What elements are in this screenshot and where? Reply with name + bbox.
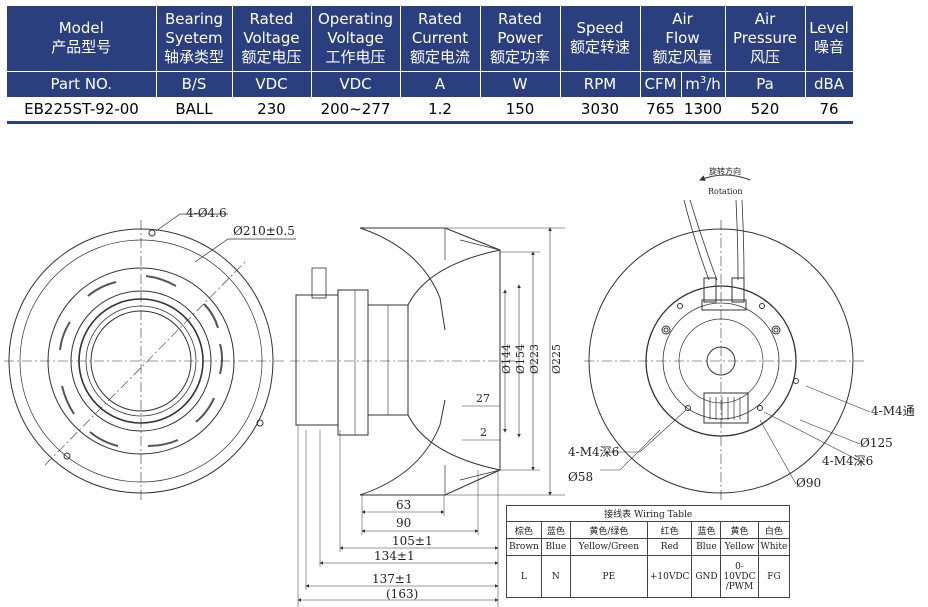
dim-225: Ø225 bbox=[550, 344, 563, 374]
value-part-no: EB225ST-92-00 bbox=[7, 96, 156, 124]
unit-cell: A bbox=[400, 70, 481, 97]
front-diameter-label: Ø210±0.5 bbox=[233, 224, 295, 238]
dim-134: 134±1 bbox=[374, 549, 415, 563]
m4-deep-left-label: 4-M4深6 bbox=[568, 445, 619, 459]
value-level: 76 bbox=[805, 96, 853, 124]
value-operating-voltage: 200~277 bbox=[311, 96, 400, 124]
wire-color-cn: 蓝色 bbox=[691, 521, 722, 539]
value-cfm: 765 bbox=[640, 96, 681, 124]
m4-through-label: 4-M4通 bbox=[871, 404, 915, 418]
value-current: 1.2 bbox=[400, 96, 480, 124]
wiring-en-row: Brown Blue Yellow/Green Red Blue Yellow … bbox=[506, 538, 791, 556]
unit-cell: VDC bbox=[232, 70, 312, 97]
wire-color-cn: 棕色 bbox=[506, 521, 542, 539]
dim-2: 2 bbox=[480, 426, 487, 439]
d58-label: Ø58 bbox=[568, 470, 593, 484]
m4-deep-right-label: 4-M4深6 bbox=[822, 454, 873, 468]
wire-color-en: Yellow bbox=[720, 538, 759, 556]
wire-color-en: Yellow/Green bbox=[569, 538, 648, 556]
wire-color-cn: 蓝色 bbox=[540, 521, 571, 539]
front-holes-label: 4-Ø4.6 bbox=[186, 206, 227, 220]
wiring-signal-row: L N PE +10VDC GND 0-10VDC/PWM FG bbox=[506, 555, 791, 598]
dim-90: 90 bbox=[396, 516, 411, 530]
wire-signal: PE bbox=[569, 555, 648, 598]
dim-154: Ø154 bbox=[514, 344, 527, 374]
rear-view bbox=[584, 174, 871, 500]
unit-cell-m3h: m3/h bbox=[681, 70, 726, 97]
wire-signal: FG bbox=[757, 555, 791, 598]
spec-unit-row: Part NO. B/S VDC VDC A W RPM CFM m3/h Pa… bbox=[7, 70, 854, 97]
d90-label: Ø90 bbox=[796, 476, 821, 490]
value-bearing: BALL bbox=[156, 96, 232, 124]
spec-value-row: EB225ST-92-00 BALL 230 200~277 1.2 150 3… bbox=[7, 96, 853, 124]
value-rated-voltage: 230 bbox=[232, 96, 311, 124]
unit-cell: RPM bbox=[560, 70, 641, 97]
dim-63: 63 bbox=[396, 498, 411, 512]
value-m3h: 1300 bbox=[681, 96, 725, 124]
wiring-table: 接线表 Wiring Table 棕色 蓝色 黄色/绿色 红色 蓝色 黄色 白色… bbox=[505, 505, 791, 598]
wiring-title: 接线表 Wiring Table bbox=[505, 505, 791, 522]
front-view bbox=[4, 213, 296, 500]
wiring-title-row: 接线表 Wiring Table bbox=[505, 505, 791, 522]
rotation-en-label: Rotation bbox=[708, 187, 743, 196]
value-power: 150 bbox=[480, 96, 560, 124]
wire-signal: N bbox=[540, 555, 571, 598]
rotation-cn-label: 旋转方向 bbox=[709, 166, 741, 176]
wire-color-cn: 黄色/绿色 bbox=[569, 521, 648, 539]
wire-color-en: Red bbox=[646, 538, 693, 556]
unit-cell: CFM bbox=[640, 70, 682, 97]
unit-cell: VDC bbox=[311, 70, 401, 97]
d125-label: Ø125 bbox=[860, 436, 893, 450]
dim-163: (163) bbox=[386, 587, 418, 601]
dim-223: Ø223 bbox=[528, 344, 541, 374]
unit-cell: Pa bbox=[725, 70, 806, 97]
wire-color-en: White bbox=[757, 538, 791, 556]
dim-144: Ø144 bbox=[500, 344, 513, 374]
wire-signal: +10VDC bbox=[646, 555, 693, 598]
wire-color-cn: 红色 bbox=[646, 521, 693, 539]
wire-color-en: Blue bbox=[540, 538, 571, 556]
value-speed: 3030 bbox=[560, 96, 640, 124]
wire-color-en: Brown bbox=[506, 538, 542, 556]
unit-cell: W bbox=[480, 70, 561, 97]
wire-signal: L bbox=[506, 555, 542, 598]
unit-cell: B/S bbox=[156, 70, 233, 97]
value-pressure: 520 bbox=[725, 96, 805, 124]
wire-color-cn: 白色 bbox=[757, 521, 791, 539]
dim-27: 27 bbox=[476, 392, 490, 405]
side-view bbox=[290, 227, 565, 607]
dim-137: 137±1 bbox=[372, 572, 413, 586]
wire-color-cn: 黄色 bbox=[720, 521, 759, 539]
wire-signal: GND bbox=[691, 555, 722, 598]
unit-cell: Part NO. bbox=[7, 70, 157, 97]
wire-color-en: Blue bbox=[691, 538, 722, 556]
wire-signal-pwm: 0-10VDC/PWM bbox=[720, 555, 759, 598]
wiring-cn-row: 棕色 蓝色 黄色/绿色 红色 蓝色 黄色 白色 bbox=[506, 521, 791, 539]
unit-cell: dBA bbox=[805, 70, 854, 97]
dim-105: 105±1 bbox=[392, 534, 433, 548]
